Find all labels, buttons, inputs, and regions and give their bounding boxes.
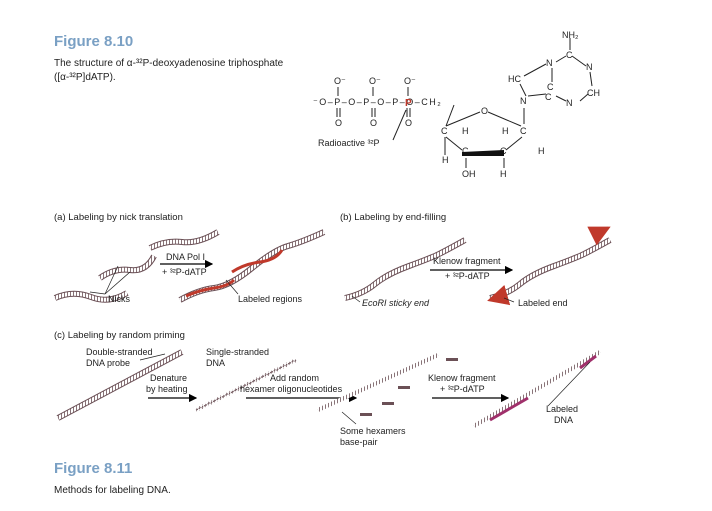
sugar-c1: C [520,126,527,136]
panel-c-labeled-1: Labeled [546,404,579,414]
figure-8-10-title: Figure 8.10 [54,33,134,50]
panel-b-enzyme: Klenow fragment [433,256,501,266]
panel-c-labeled-2: DNA [554,415,574,425]
figure-8-10-caption-line1: The structure of α-³²P-deoxyadenosine tr… [54,58,284,69]
panel-c-ds-probe-2: DNA probe [86,358,131,368]
panel-a-title: (a) Labeling by nick translation [54,212,183,223]
sugar-c4: C [441,126,448,136]
panel-b-sticky-end: EcoRI sticky end [362,298,430,308]
nick-pointer-3 [89,291,106,295]
sugar-oh: OH [462,169,476,179]
ring-n1: N [546,58,553,68]
panel-b-drawing [344,226,612,306]
phosphate-charge-2: O⁻ [369,76,381,86]
panel-c-hexamer-2: hexamer oligonucleotides [240,384,343,394]
figure-8-11-caption: Methods for labeling DNA. [54,485,171,496]
phosphate-charge-1: O⁻ [334,76,346,86]
sugar-wedge [462,150,504,156]
sugar-h4: H [538,146,545,156]
panel-c-klenow: Klenow fragment [428,373,496,383]
sugar-h3: H [442,155,449,165]
labeled-dna-red-2 [579,354,597,370]
panel-b-labeled-end: Labeled end [518,298,568,308]
figure-8-10-caption-line2: ([α-³²P]dATP). [54,72,116,83]
hexamer-4 [360,413,372,416]
panel-a-drawing [53,229,326,303]
panel-b-reagent: + ³²P-dATP [445,271,490,281]
panel-c-some-hexamers-1: Some hexamers [340,426,406,436]
labeled-end-pointer [503,297,515,303]
panel-c-some-hexamers-2: base-pair [340,437,378,447]
panel-a-nicks: Nicks [108,294,130,304]
ring-oxygen: O [481,106,489,116]
ring-ch: CH [587,88,600,98]
sugar-h2: H [502,126,509,136]
sticky-end-pointer [351,295,361,303]
ring-n4: N [566,98,573,108]
oxygen-below-3: O [405,118,413,128]
panel-a-enzyme: DNA Pol I [166,252,206,262]
panel-c-denature-2: by heating [146,384,188,394]
figure-8-11-title: Figure 8.11 [54,460,133,477]
hexamer-3 [398,386,410,389]
labeled-end-right [587,226,611,246]
panel-c-ss-2: DNA [206,358,226,368]
panel-c-title: (c) Labeling by random priming [54,330,185,341]
panel-c-ss-1: Single-stranded [206,347,270,357]
nick-pointer-2 [104,271,131,295]
labeled-pointer [225,279,239,295]
phosphate-backbone: ⁻O–P–O–P–O–P–O–CH₂ [313,97,443,107]
ring-c2: C [547,82,554,92]
panel-b-title: (b) Labeling by end-filling [340,212,447,223]
panel-a-labeled: Labeled regions [238,294,303,304]
radioactive-p-label: Radioactive ³²P [318,138,380,148]
panel-c-denature-1: Denature [150,373,188,383]
ss-dna-2 [195,358,297,412]
labeled-dna-red-1 [489,396,529,422]
ring-c3: C [545,92,552,102]
labeled-end-left [487,284,511,306]
nh2-label: NH₂ [562,30,579,40]
panel-c-reagent: + ³²P-dATP [440,384,485,394]
ring-n2: N [586,62,593,72]
ring-hc: HC [508,74,521,84]
ring-n3: N [520,96,527,106]
sugar-h1: H [462,126,469,136]
oxygen-below-2: O [370,118,378,128]
panel-c-drawing [56,349,602,428]
ring-c1: C [566,50,573,60]
panel-c-hexamer-1: Add random [270,373,320,383]
labeled-region-1 [185,278,236,298]
oxygen-below-1: O [335,118,343,128]
phosphate-charge-3: O⁻ [404,76,416,86]
hexamer-1 [446,358,458,361]
hexamer-2 [382,402,394,405]
structure-bonds [336,38,593,168]
panel-a-reagent: + ³²P-dATP [162,267,207,277]
sugar-c3: C [462,146,469,156]
radioactive-p-highlight: P [405,98,412,109]
sugar-h5: H [500,169,507,179]
labeled-region-2 [231,249,284,274]
nick-pointer-1 [104,265,119,295]
panel-c-ds-probe-1: Double-stranded [86,347,153,357]
